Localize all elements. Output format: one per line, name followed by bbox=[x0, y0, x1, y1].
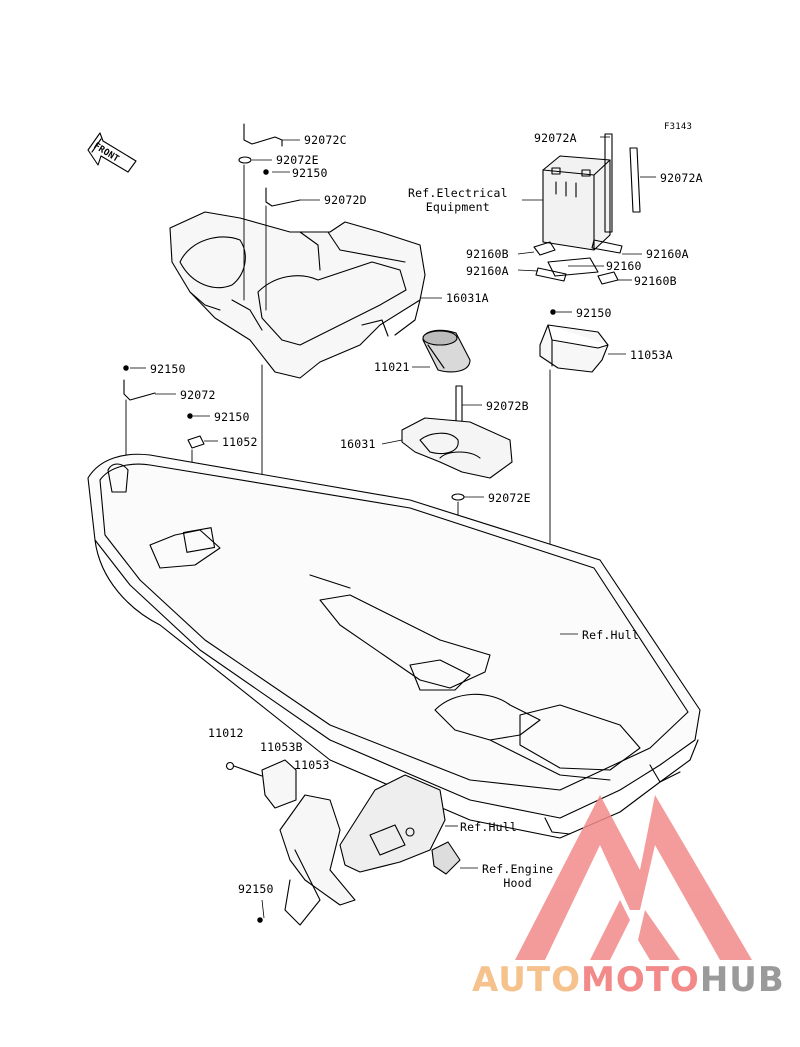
pad-92160 bbox=[547, 257, 599, 277]
label-92150-c: 92150 bbox=[150, 362, 186, 376]
pad-92160B-1 bbox=[533, 241, 556, 256]
watermark-logo-icon bbox=[515, 795, 752, 960]
label-11012: 11012 bbox=[208, 726, 244, 740]
bracket-11052 bbox=[187, 435, 205, 449]
label-ref-electrical: Ref.Electrical Equipment bbox=[408, 186, 508, 214]
washer-92072E-low bbox=[451, 493, 465, 501]
label-92160A-2: 92160A bbox=[466, 264, 509, 278]
label-92072A-1: 92072A bbox=[534, 131, 577, 145]
label-ref-engine-hood: Ref.Engine Hood bbox=[482, 862, 554, 890]
watermark-auto: AUTO bbox=[472, 960, 581, 1000]
storage-bin-16031A bbox=[169, 211, 426, 379]
label-92160A-1: 92160A bbox=[646, 247, 689, 261]
label-92072C: 92072C bbox=[304, 133, 347, 147]
bracket-11053 bbox=[279, 794, 356, 906]
label-92160B-2: 92160B bbox=[634, 274, 677, 288]
label-92072: 92072 bbox=[180, 388, 216, 402]
watermark-moto: MOTO bbox=[580, 960, 700, 1000]
label-92160: 92160 bbox=[606, 259, 642, 273]
label-92150-e: 92150 bbox=[238, 882, 274, 896]
label-ref-hull-1: Ref.Hull bbox=[582, 628, 639, 642]
label-ref-hull-2: Ref.Hull bbox=[460, 820, 517, 834]
washer-92072E bbox=[238, 156, 252, 164]
label-16031A: 16031A bbox=[446, 291, 489, 305]
battery bbox=[542, 155, 611, 251]
figure-id: F3143 bbox=[664, 122, 693, 132]
bracket-11053B bbox=[261, 759, 297, 809]
strap-92072A-1 bbox=[604, 133, 613, 233]
watermark-hub: HUB bbox=[699, 960, 785, 1000]
front-arrow-icon bbox=[87, 132, 137, 173]
filter-11021 bbox=[422, 329, 471, 373]
label-92150-b: 92150 bbox=[576, 306, 612, 320]
strap-92072A-2 bbox=[629, 147, 641, 213]
battery-case-11053A bbox=[539, 324, 609, 373]
strap-92072C bbox=[243, 123, 283, 147]
bracket-92072D bbox=[265, 187, 301, 207]
label-11052: 11052 bbox=[222, 435, 258, 449]
label-92072D: 92072D bbox=[324, 193, 367, 207]
pad-92160B-2 bbox=[597, 271, 619, 285]
pad-92160A-1 bbox=[591, 239, 623, 254]
label-92072E-low: 92072E bbox=[488, 491, 531, 505]
label-92072B: 92072B bbox=[486, 399, 529, 413]
strap-92072 bbox=[123, 379, 156, 401]
label-11053: 11053 bbox=[294, 758, 330, 772]
engine-hood-part bbox=[339, 774, 446, 873]
label-11021: 11021 bbox=[374, 360, 410, 374]
label-92150-a: 92150 bbox=[292, 166, 328, 180]
label-11053A: 11053A bbox=[630, 348, 673, 362]
tray-16031 bbox=[401, 417, 513, 479]
pad-92160A-2 bbox=[535, 267, 567, 282]
label-11053B: 11053B bbox=[260, 740, 303, 754]
label-92072A-2: 92072A bbox=[660, 171, 703, 185]
label-92160B-1: 92160B bbox=[466, 247, 509, 261]
label-16031: 16031 bbox=[340, 437, 376, 451]
label-92072E-top: 92072E bbox=[276, 153, 319, 167]
label-92150-d: 92150 bbox=[214, 410, 250, 424]
watermark-text: AUTOMOTOHUB bbox=[472, 960, 785, 1000]
